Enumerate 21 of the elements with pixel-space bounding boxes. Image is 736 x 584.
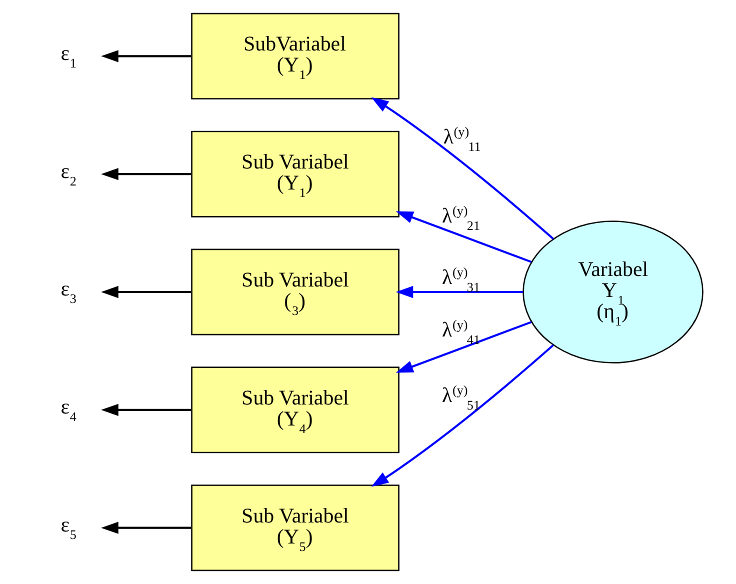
node-box: Sub Variabel (Y$_{5}$) — [191, 484, 400, 572]
arrow — [396, 286, 524, 298]
node-box: SubVariabel (Y$_{1}$) — [191, 12, 400, 100]
arrow — [371, 344, 554, 487]
node-text: ε$_{2}$ — [60, 158, 76, 188]
node-text: ε$_{3}$ — [60, 276, 76, 306]
node-text: ε$_{1}$ — [60, 40, 76, 70]
arrow — [101, 522, 192, 534]
arrow — [396, 211, 532, 263]
node-text: ε$_{5}$ — [60, 512, 76, 542]
arrow — [101, 286, 192, 298]
arrow — [396, 321, 532, 373]
node-box: Sub Variabel (Y$_{1}$) — [191, 130, 400, 218]
node-ellipse: Variabel Y$_{1}$ (η$_{1}$) — [522, 220, 704, 364]
arrow — [101, 404, 192, 416]
node-box: Sub Variabel ($_{3}$) — [191, 248, 400, 336]
arrow — [101, 168, 192, 180]
arrow — [371, 97, 554, 240]
arrow — [101, 50, 192, 62]
node-text: ε$_{4}$ — [60, 394, 76, 424]
node-box: Sub Variabel (Y$_{4}$) — [191, 366, 400, 454]
